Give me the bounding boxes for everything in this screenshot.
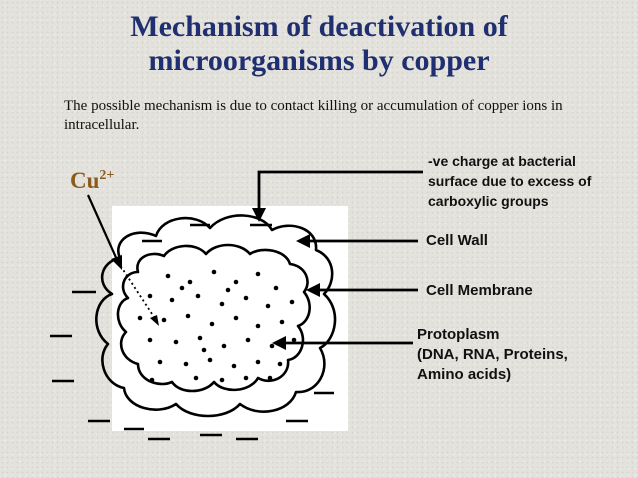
protoplasm-label-line-1: Protoplasm — [417, 326, 500, 343]
negative-charge-label-line-2: surface due to excess of — [428, 173, 592, 189]
cu-ion-label: Cu2+ — [70, 168, 114, 194]
charge-pointer-line — [257, 170, 423, 212]
cu-ion-dotted-path — [117, 261, 157, 321]
cu-ion-charge: 2+ — [99, 168, 115, 183]
title-line-1: Mechanism of deactivation of — [130, 10, 508, 43]
protoplasm-label-line-3: Amino acids) — [417, 366, 512, 383]
slide-title: Mechanism of deactivation of microorgani… — [0, 10, 638, 78]
cell-wall-label: Cell Wall — [426, 232, 488, 249]
negative-charge-label-line-3: carboxylic groups — [428, 193, 549, 209]
cell-membrane-pointer-arrowhead — [306, 283, 320, 297]
protoplasm-pointer-arrowhead — [272, 336, 286, 350]
cell-wall-outline — [95, 214, 337, 418]
cell-wall-pointer-arrowhead — [296, 234, 310, 248]
protoplasm-label-line-2: (DNA, RNA, Proteins, — [417, 346, 568, 363]
cu-ion-arrowhead — [111, 255, 122, 270]
protoplasm-label: Protoplasm (DNA, RNA, Proteins, Amino ac… — [417, 325, 627, 385]
protoplasm-dots — [137, 269, 297, 383]
cell-membrane-label: Cell Membrane — [426, 282, 533, 299]
charge-pointer-arrowhead — [252, 208, 266, 222]
cu-ion-dotted-arrowhead — [150, 315, 159, 326]
title-line-2: microorganisms by copper — [148, 44, 490, 77]
negative-charge-label: -ve charge at bacterial surface due to e… — [428, 151, 628, 211]
description-text: The possible mechanism is due to contact… — [64, 98, 563, 133]
cell-membrane-outline — [116, 243, 311, 393]
negative-charge-label-line-1: -ve charge at bacterial — [428, 153, 576, 169]
negative-charge-marks — [50, 223, 334, 441]
cu-ion-symbol: Cu — [70, 168, 100, 193]
cu-ion-arrow-shaft — [86, 194, 120, 263]
